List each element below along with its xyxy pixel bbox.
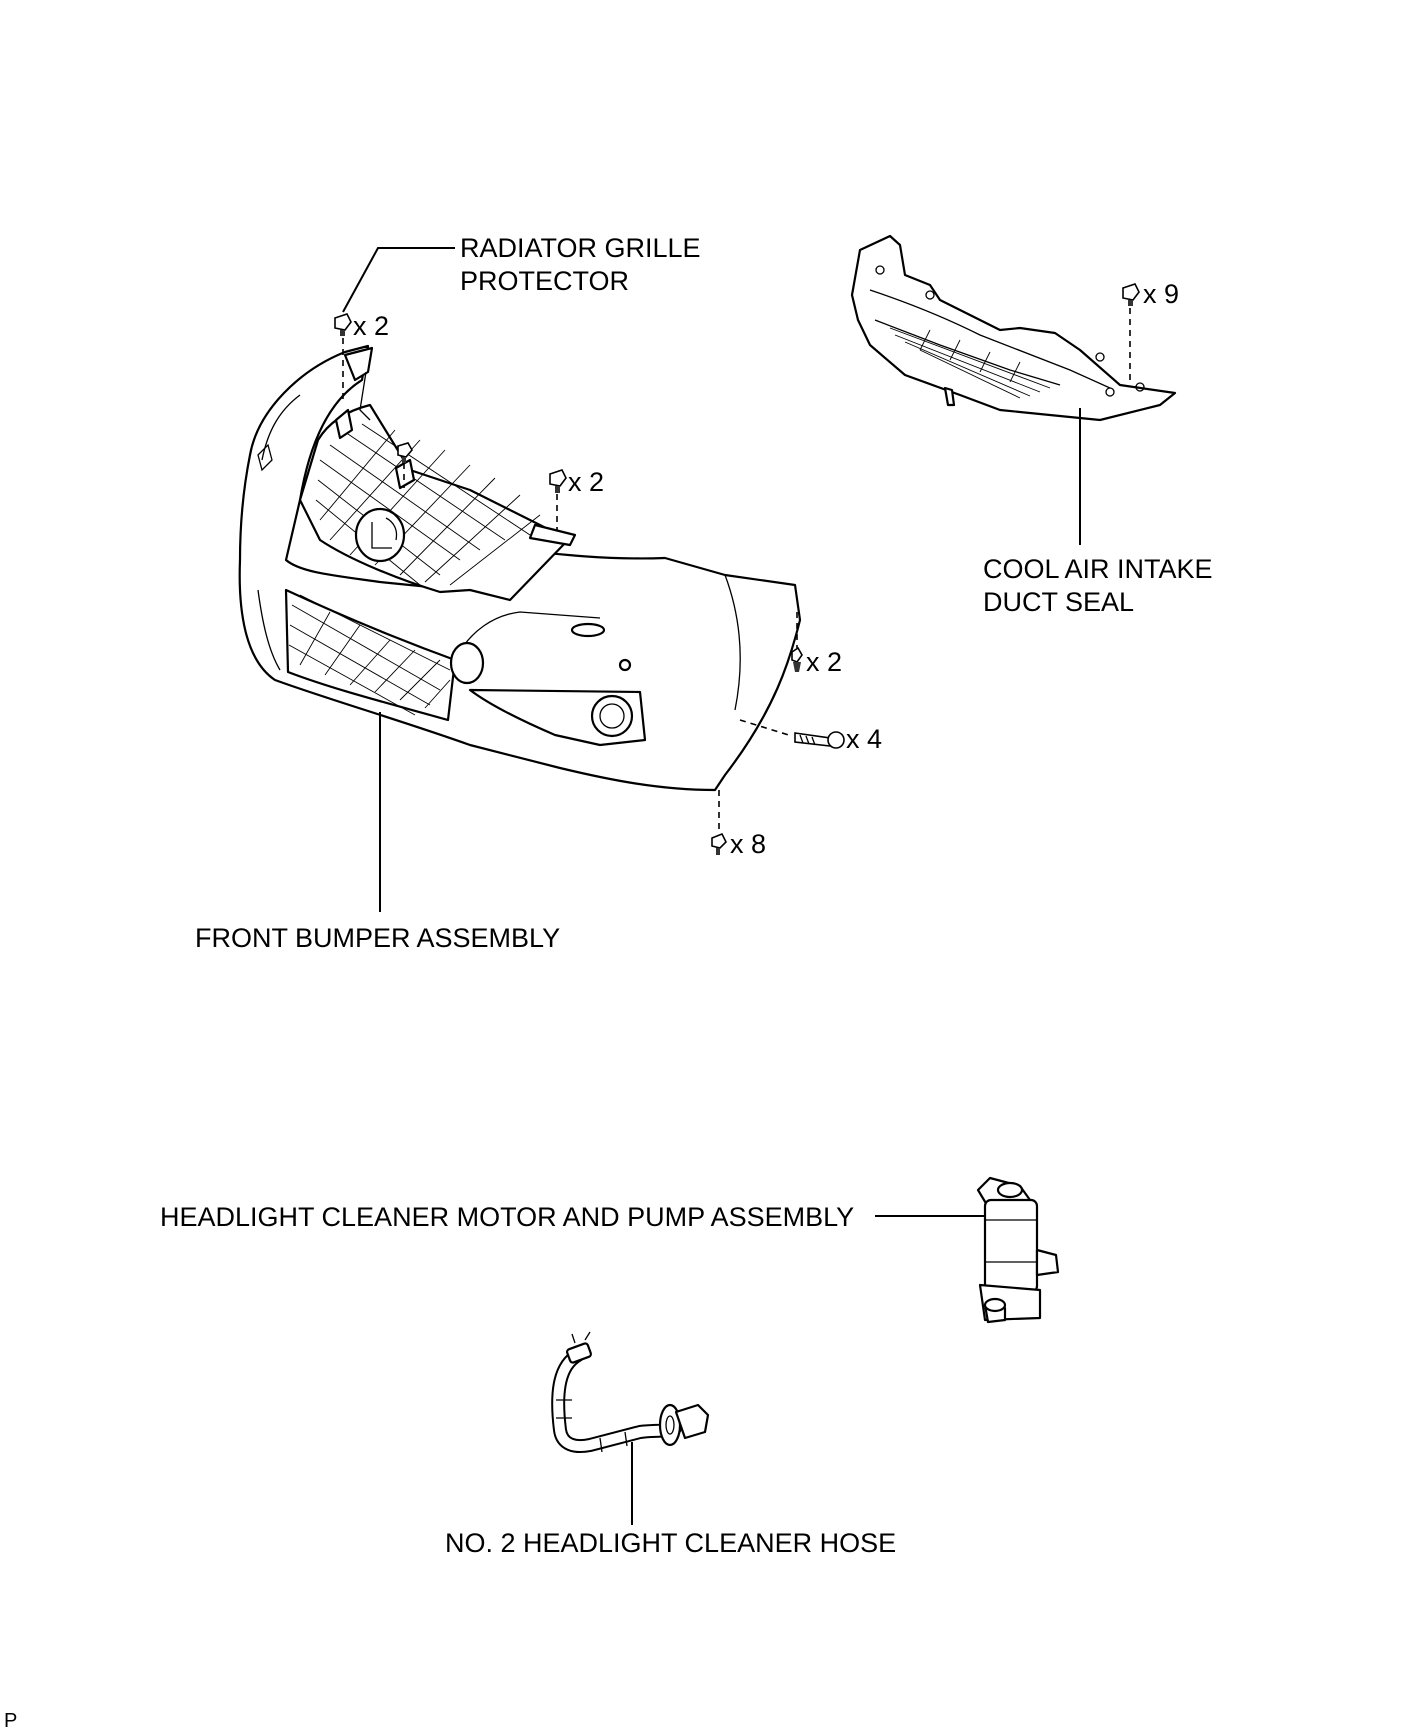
qty-duct-seal-clips: x 9 xyxy=(1143,279,1179,309)
label-front-bumper-assembly: FRONT BUMPER ASSEMBLY xyxy=(195,923,560,953)
qty-bumper-side-screws: x 2 xyxy=(806,647,842,677)
label-cool-air-intake-duct-seal-line1: COOL AIR INTAKE xyxy=(983,554,1213,584)
radiator-grille-protector xyxy=(343,346,374,421)
clip-icon xyxy=(711,832,727,855)
front-bumper-assembly xyxy=(238,344,802,792)
clip-icon xyxy=(549,469,567,493)
clip-icon xyxy=(1122,283,1140,306)
lower-grille-mesh xyxy=(288,594,451,716)
clip-icon xyxy=(334,313,352,336)
headlight-cleaner-motor-pump xyxy=(976,1176,1060,1324)
label-radiator-grille-protector-line1: RADIATOR GRILLE xyxy=(460,233,701,263)
leader-radiator-grille-protector xyxy=(342,247,455,313)
qty-bumper-lower-clips: x 8 xyxy=(730,829,766,859)
qty-bumper-side-bolts: x 4 xyxy=(846,724,882,754)
no2-headlight-cleaner-hose xyxy=(551,1331,710,1454)
clip-icon xyxy=(397,442,413,463)
label-cool-air-intake-duct-seal-line2: DUCT SEAL xyxy=(983,587,1134,617)
label-radiator-grille-protector-line2: PROTECTOR xyxy=(460,266,629,296)
bolt-icon xyxy=(794,731,845,749)
duct-seal-rib-pattern xyxy=(889,327,1051,399)
lexus-emblem xyxy=(354,507,406,563)
corner-mark: P xyxy=(4,1710,17,1732)
fog-lamp-housing xyxy=(468,688,647,747)
cool-air-intake-duct-seal xyxy=(850,234,1177,422)
label-headlight-cleaner-motor-pump: HEADLIGHT CLEANER MOTOR AND PUMP ASSEMBL… xyxy=(160,1202,854,1232)
screw-icon xyxy=(791,646,803,672)
qty-grille-top-clips: x 2 xyxy=(353,311,389,341)
label-no2-headlight-cleaner-hose: NO. 2 HEADLIGHT CLEANER HOSE xyxy=(445,1528,896,1558)
qty-bumper-upper-clips: x 2 xyxy=(568,467,604,497)
